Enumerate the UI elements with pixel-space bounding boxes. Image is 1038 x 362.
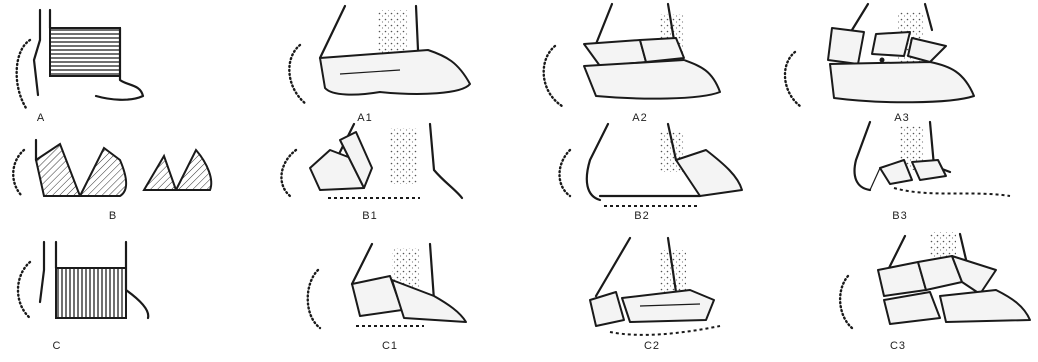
panel-c-drawing — [18, 242, 148, 318]
panel-label-a2: A2 — [620, 112, 660, 124]
panel-label-c: C — [37, 340, 77, 352]
panel-a2-drawing — [544, 4, 720, 106]
panel-label-a3: A3 — [882, 112, 922, 124]
panel-c2-drawing — [590, 238, 720, 335]
panel-c3-drawing — [840, 232, 1030, 328]
panel-label-c1: C1 — [370, 340, 410, 352]
panel-b2-drawing — [560, 124, 743, 206]
panel-label-a: A — [21, 112, 61, 124]
panel-label-b3: B3 — [880, 210, 920, 222]
panel-b-drawing — [13, 140, 211, 196]
panel-label-c3: C3 — [878, 340, 918, 352]
panel-label-a1: A1 — [345, 112, 385, 124]
panel-a1-drawing — [289, 6, 470, 104]
panel-a3-drawing — [785, 4, 974, 106]
panel-label-b2: B2 — [622, 210, 662, 222]
panel-label-c2: C2 — [632, 340, 672, 352]
panel-a-drawing — [17, 10, 143, 108]
panel-b1-drawing — [281, 124, 462, 198]
panel-label-b: B — [93, 210, 133, 222]
panel-c1-drawing — [308, 244, 466, 328]
panel-b3-drawing — [855, 122, 1010, 196]
panel-label-b1: B1 — [350, 210, 390, 222]
